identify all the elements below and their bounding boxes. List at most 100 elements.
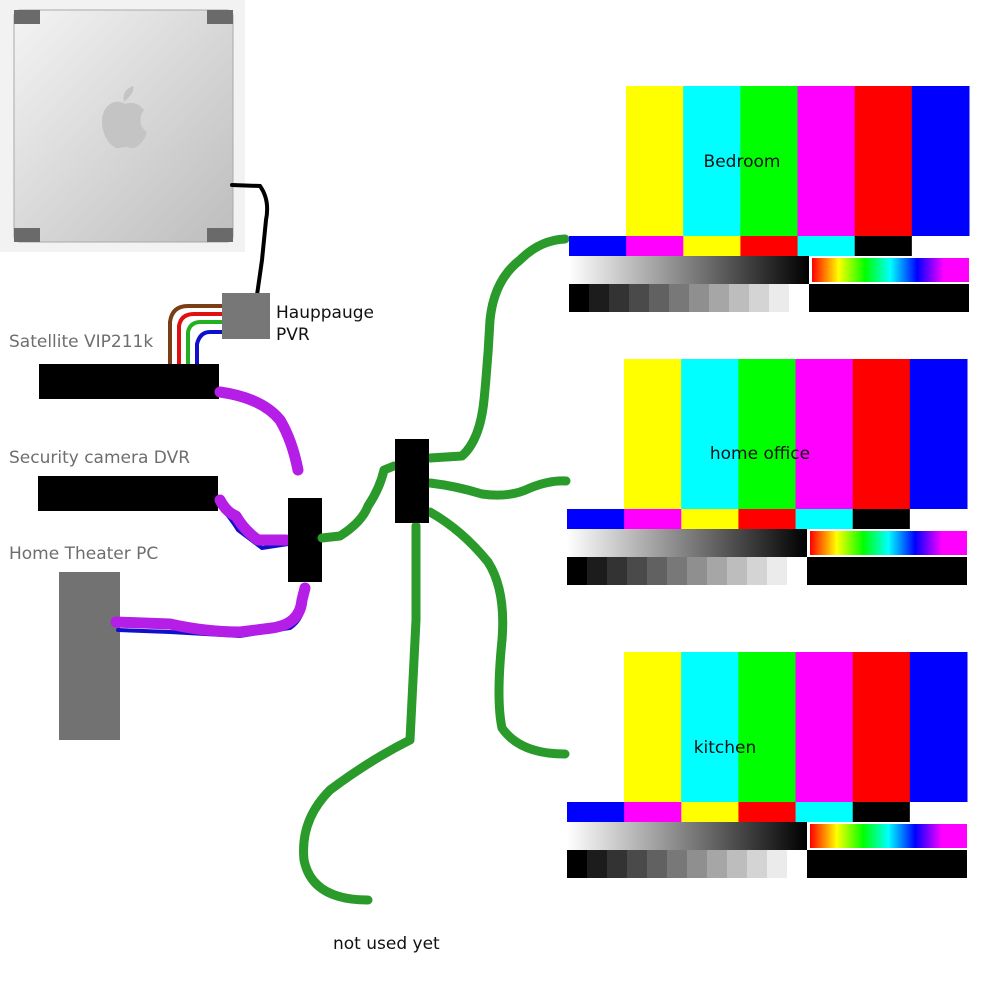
mid-strip-bar bbox=[567, 802, 625, 822]
mid-strip-bar bbox=[740, 236, 799, 256]
tv-room-label: kitchen bbox=[694, 738, 757, 758]
gray-step bbox=[607, 850, 628, 878]
apple-logo-icon bbox=[102, 86, 147, 149]
mid-strip-bar bbox=[852, 509, 911, 529]
htpc-label: Home Theater PC bbox=[9, 544, 158, 564]
gray-step bbox=[567, 557, 588, 585]
mac-pro-computer bbox=[0, 0, 245, 252]
gray-step bbox=[789, 284, 810, 312]
mid-strip-bar bbox=[909, 802, 968, 822]
mid-strip-bar bbox=[795, 802, 854, 822]
home-theater-pc bbox=[59, 572, 120, 740]
coax-splitter bbox=[395, 439, 429, 523]
gray-step bbox=[667, 557, 688, 585]
gray-step bbox=[687, 850, 708, 878]
black-block bbox=[809, 284, 969, 312]
color-bar bbox=[911, 86, 970, 236]
gray-step bbox=[569, 284, 590, 312]
color-bar bbox=[683, 86, 741, 236]
mid-strip-bar bbox=[681, 509, 739, 529]
tv-home-office: home office bbox=[567, 359, 968, 585]
mid-strip-bar bbox=[626, 236, 684, 256]
color-bar bbox=[624, 359, 682, 509]
gray-step bbox=[769, 284, 790, 312]
satellite-label: Satellite VIP211k bbox=[9, 332, 153, 352]
gray-step bbox=[587, 557, 608, 585]
gray-ramp bbox=[569, 256, 809, 284]
mid-strip-bar bbox=[797, 236, 856, 256]
mid-strip-bar bbox=[909, 509, 968, 529]
color-bar bbox=[854, 86, 913, 236]
gray-step bbox=[729, 284, 750, 312]
gray-step bbox=[689, 284, 710, 312]
coax-to-kitchen bbox=[425, 507, 570, 759]
gray-step bbox=[787, 557, 808, 585]
coax-to-bedroom bbox=[425, 234, 570, 463]
mid-strip-bar bbox=[569, 236, 627, 256]
gray-step bbox=[767, 557, 788, 585]
mid-strip-bar bbox=[852, 802, 911, 822]
gray-step bbox=[649, 284, 670, 312]
gray-step bbox=[647, 557, 668, 585]
mid-strip-bar bbox=[567, 509, 625, 529]
black-block bbox=[807, 557, 967, 585]
coax-switch-to-splitter bbox=[317, 461, 399, 543]
hdmi-cable-satellite bbox=[214, 386, 304, 476]
gray-step bbox=[607, 557, 628, 585]
color-bar bbox=[738, 652, 796, 802]
color-bar bbox=[681, 359, 739, 509]
color-bar bbox=[795, 652, 854, 802]
mid-strip-bar bbox=[624, 509, 682, 529]
hdmi-cable-security-dvr bbox=[214, 494, 292, 546]
gray-step bbox=[747, 557, 768, 585]
gray-step bbox=[627, 557, 648, 585]
hauppauge-label-line2: PVR bbox=[276, 325, 310, 345]
gray-step bbox=[749, 284, 770, 312]
color-bar bbox=[797, 86, 856, 236]
gray-step bbox=[567, 850, 588, 878]
color-bar bbox=[626, 86, 684, 236]
gray-step bbox=[727, 850, 748, 878]
mid-strip-bar bbox=[624, 802, 682, 822]
rainbow-ramp bbox=[810, 531, 967, 555]
mid-strip-bar bbox=[738, 509, 797, 529]
gray-step bbox=[787, 850, 808, 878]
gray-step bbox=[727, 557, 748, 585]
satellite-receiver bbox=[39, 364, 219, 399]
mid-strip-bar bbox=[795, 509, 854, 529]
hdmi-cables bbox=[110, 386, 311, 638]
coax-cables bbox=[299, 234, 571, 905]
color-bar bbox=[852, 359, 911, 509]
rainbow-ramp bbox=[812, 258, 969, 282]
hdmi-switch bbox=[288, 498, 322, 582]
hauppauge-label-line1: Hauppauge bbox=[276, 303, 374, 323]
gray-step bbox=[707, 850, 728, 878]
security-camera-dvr bbox=[38, 476, 218, 511]
mid-strip-bar bbox=[911, 236, 970, 256]
usb-cable bbox=[230, 183, 270, 297]
gray-step bbox=[687, 557, 708, 585]
coax-to-home-office bbox=[425, 476, 571, 500]
tv-bedroom: Bedroom bbox=[569, 86, 970, 312]
gray-step bbox=[629, 284, 650, 312]
hdmi-cables-shadow bbox=[116, 504, 308, 639]
mid-strip-bar bbox=[683, 236, 741, 256]
hdmi-cable-htpc bbox=[110, 582, 311, 638]
tv-kitchen: kitchen bbox=[567, 652, 968, 878]
gray-ramp bbox=[567, 529, 807, 557]
gray-step bbox=[707, 557, 728, 585]
color-bar bbox=[740, 86, 798, 236]
hauppauge-pvr-box bbox=[222, 293, 270, 339]
gray-step bbox=[647, 850, 668, 878]
coax-not-used bbox=[299, 521, 421, 905]
gray-ramp bbox=[567, 822, 807, 850]
color-bar bbox=[909, 652, 968, 802]
component-cables bbox=[168, 304, 224, 366]
gray-step bbox=[767, 850, 788, 878]
tv-room-label: Bedroom bbox=[704, 152, 781, 172]
color-bar bbox=[852, 652, 911, 802]
color-bar bbox=[681, 652, 739, 802]
gray-step bbox=[669, 284, 690, 312]
gray-step bbox=[609, 284, 630, 312]
